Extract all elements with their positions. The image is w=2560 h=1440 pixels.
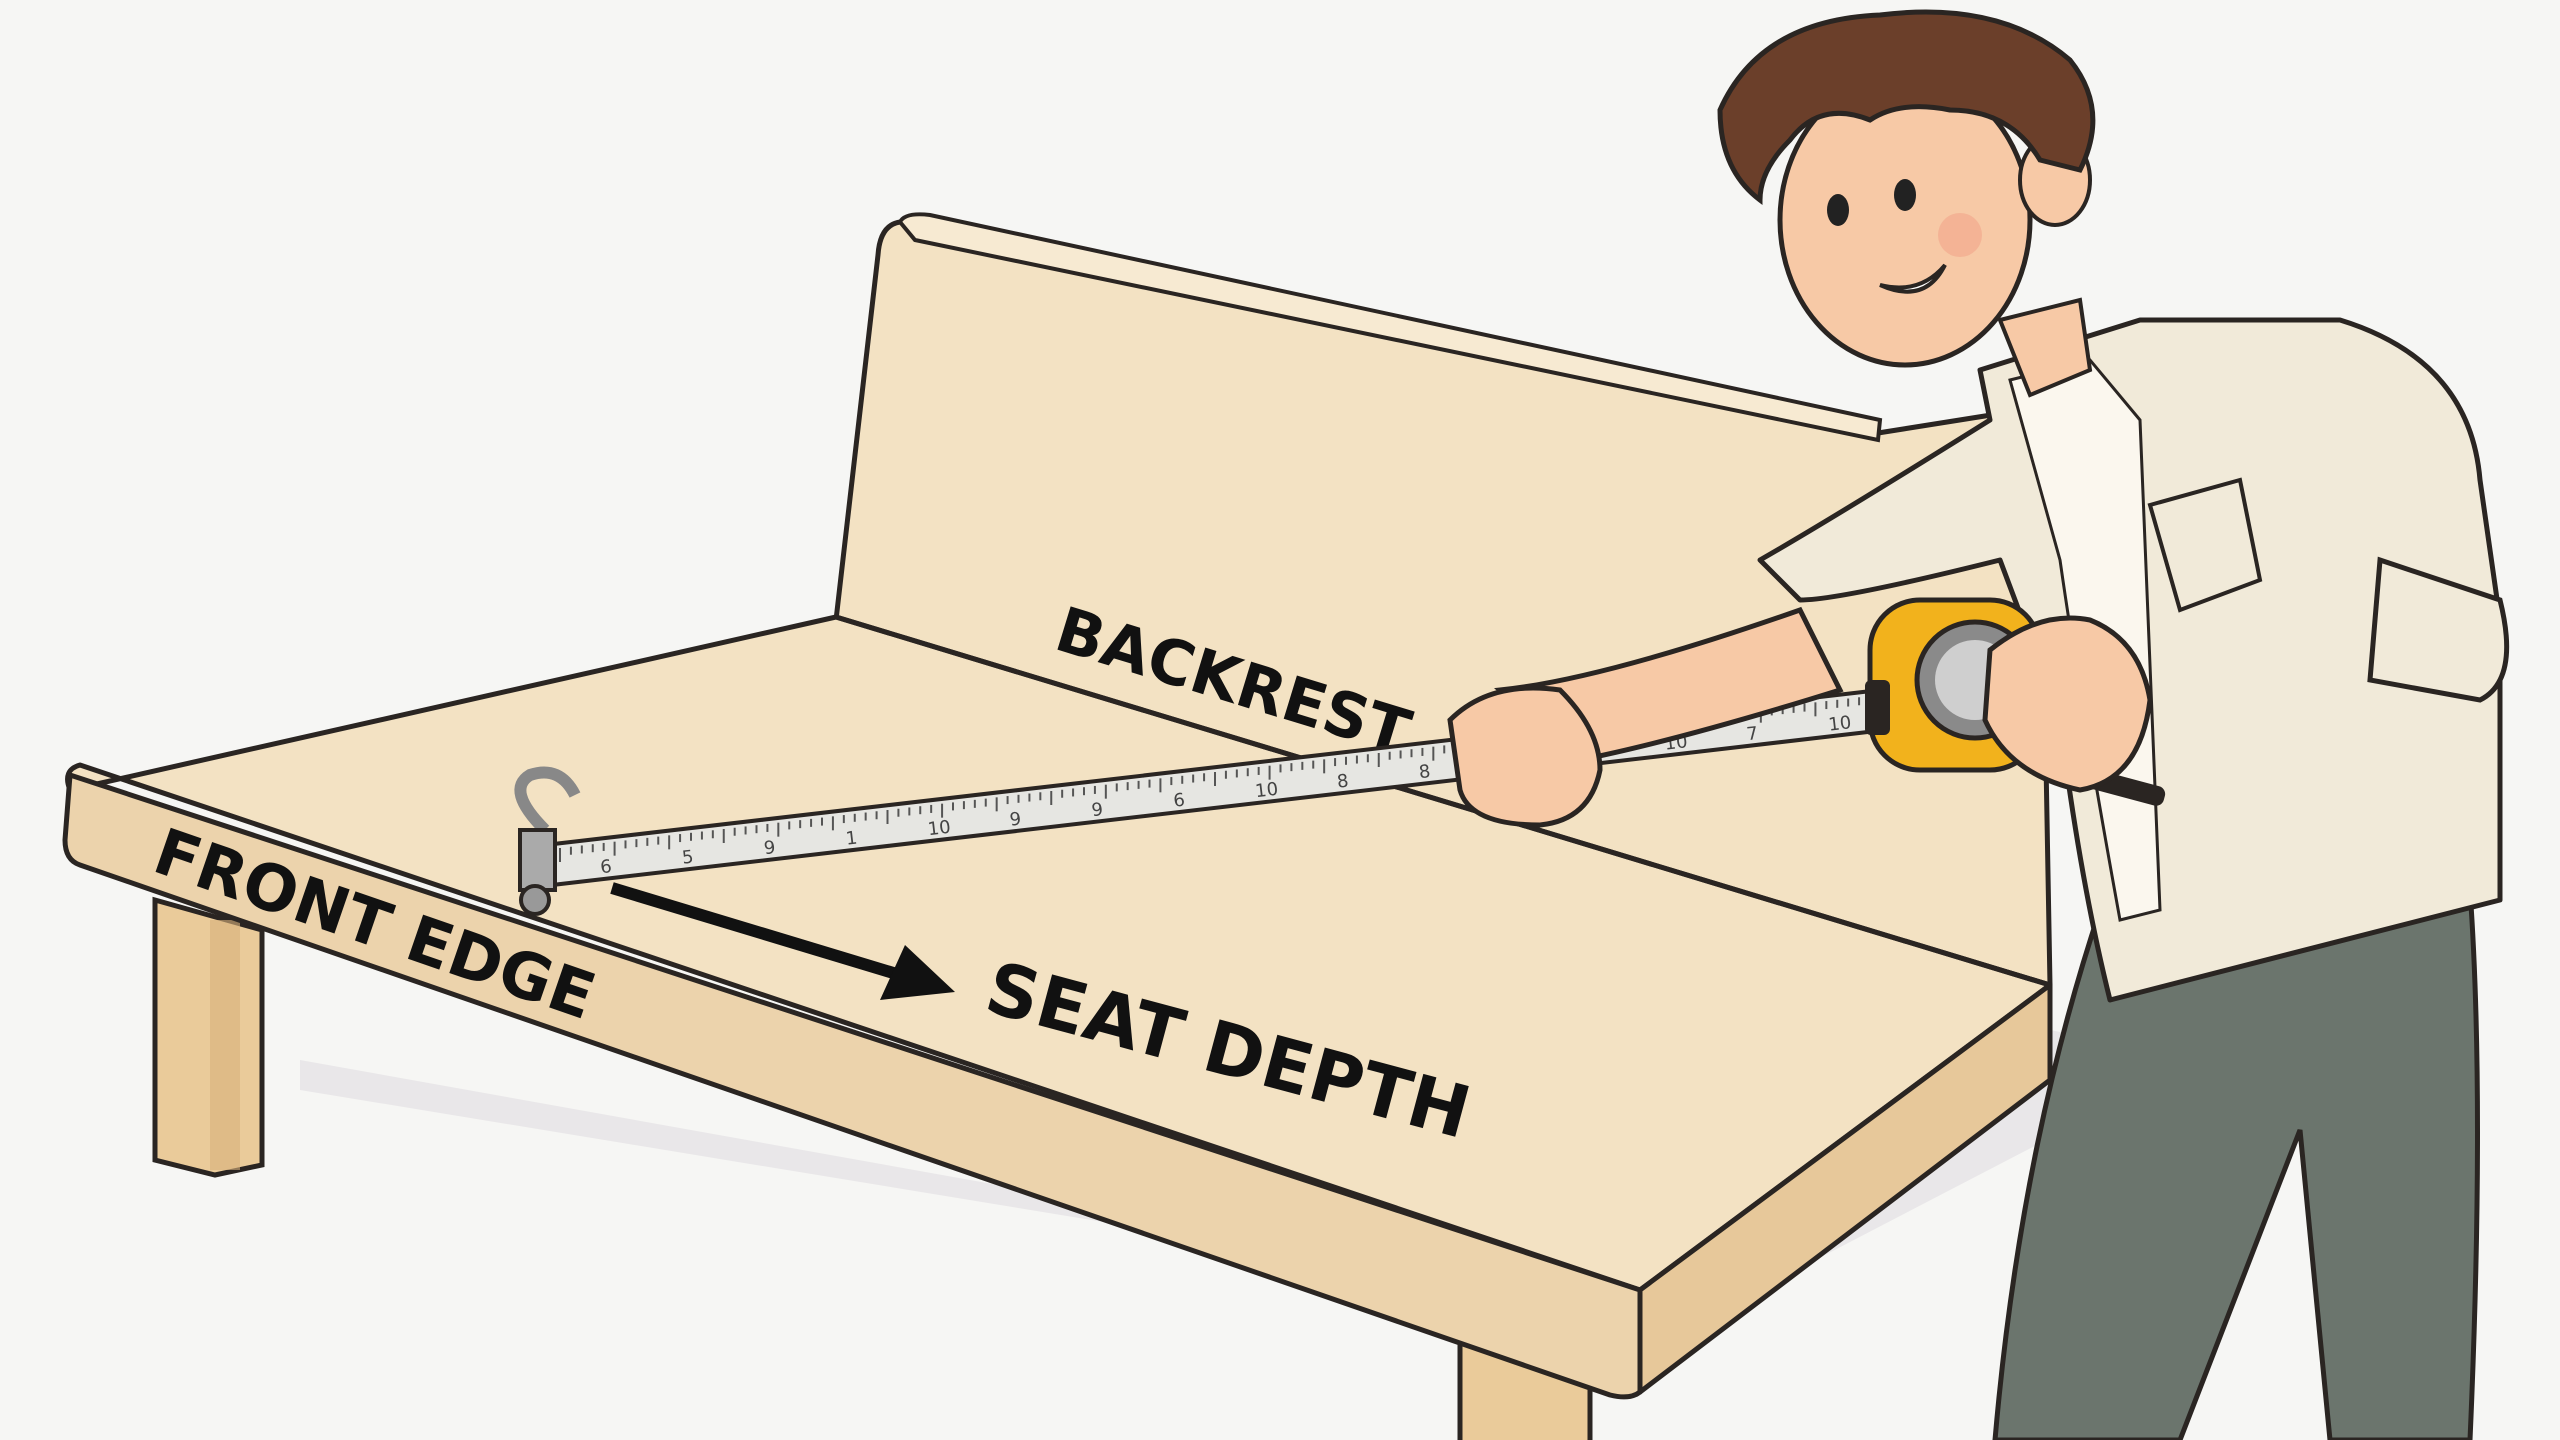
seat-backrest-crease	[835, 614, 2051, 988]
person-smile	[1879, 263, 1947, 294]
person-left-hand	[1447, 685, 1603, 828]
seat-depth-arrow	[610, 882, 955, 1000]
backrest-top	[897, 212, 1883, 443]
tape-tick-label: 8	[1418, 761, 1432, 783]
tape-tick-label: 10	[1254, 779, 1279, 802]
tape-tick-label: 7	[1745, 723, 1759, 745]
person-blush	[1938, 213, 1982, 257]
person-hair	[1717, 9, 2096, 206]
tape-tick-label: 6	[1172, 790, 1186, 812]
tape-hook-icon	[514, 766, 581, 916]
tape-tick-label: 6	[599, 856, 613, 878]
shirt-right-sleeve	[2367, 556, 2510, 703]
tape-tick-label: 8	[1336, 771, 1350, 793]
shirt-pocket	[2147, 477, 2263, 613]
tape-tick-label: 1	[845, 828, 859, 850]
sofa-front-face	[62, 772, 1643, 1400]
tape-tick-label: 5	[681, 847, 695, 869]
tape-tick-label: 9	[1090, 799, 1104, 821]
person-eye-right	[1894, 179, 1916, 211]
person-right-hand	[1982, 615, 2153, 793]
tape-tick-label: 10	[1827, 712, 1852, 735]
person-pants	[1992, 887, 2480, 1440]
person-eye-left	[1827, 194, 1849, 226]
sofa-leg-left	[152, 896, 265, 1178]
tape-tick-label: 9	[763, 837, 777, 859]
tape-tick-label: 10	[927, 817, 952, 840]
person-neck	[1997, 297, 2093, 398]
tape-tick-label: 9	[1008, 809, 1022, 831]
